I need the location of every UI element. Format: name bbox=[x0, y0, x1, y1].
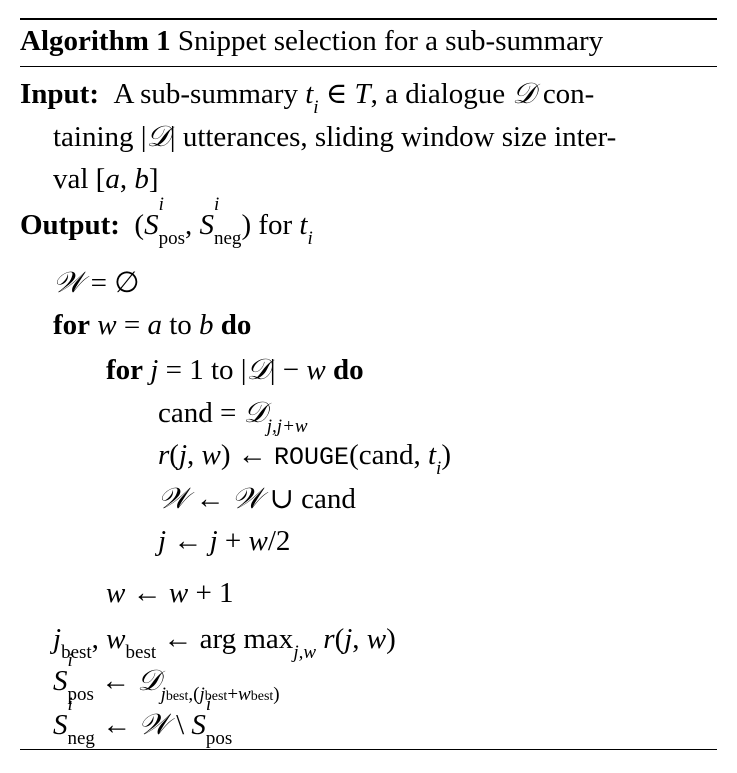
step-outer-loop: for w = a to b do bbox=[53, 309, 252, 341]
step-inner-loop: for j = 1 to |𝒟| − w do bbox=[106, 352, 364, 386]
step-candidate: cand = 𝒟j,j+w bbox=[158, 395, 308, 437]
input-line-2: taining |𝒟| utterances, sliding window s… bbox=[53, 119, 617, 153]
bottom-rule bbox=[20, 749, 717, 750]
step-init-window-set: 𝒲 = ∅ bbox=[53, 265, 140, 299]
step-argmax: jbest, wbest ← arg maxj,w r(j, w) bbox=[53, 623, 396, 663]
input-label: Input: bbox=[20, 78, 99, 110]
step-increment-j: j ← j + w/2 bbox=[158, 525, 291, 557]
step-union: 𝒲 ← 𝒲 ∪ cand bbox=[158, 481, 356, 515]
header-rule bbox=[20, 66, 717, 67]
algorithm-label: Algorithm 1 bbox=[20, 25, 171, 57]
input-line-1: Input: A sub-summary ti ∈ T, a dialogue … bbox=[20, 76, 595, 118]
algorithm-title: Snippet selection for a sub-summary bbox=[177, 25, 604, 57]
top-rule bbox=[20, 18, 717, 20]
algorithm-header: Algorithm 1 Snippet selection for a sub-… bbox=[20, 24, 603, 58]
output-label: Output: bbox=[20, 209, 120, 241]
step-rouge: r(j, w) ← ROUGE(cand, ti) bbox=[158, 439, 451, 479]
step-increment-w: w ← w + 1 bbox=[106, 577, 234, 609]
input-line-3: val [a, b] bbox=[53, 163, 159, 195]
